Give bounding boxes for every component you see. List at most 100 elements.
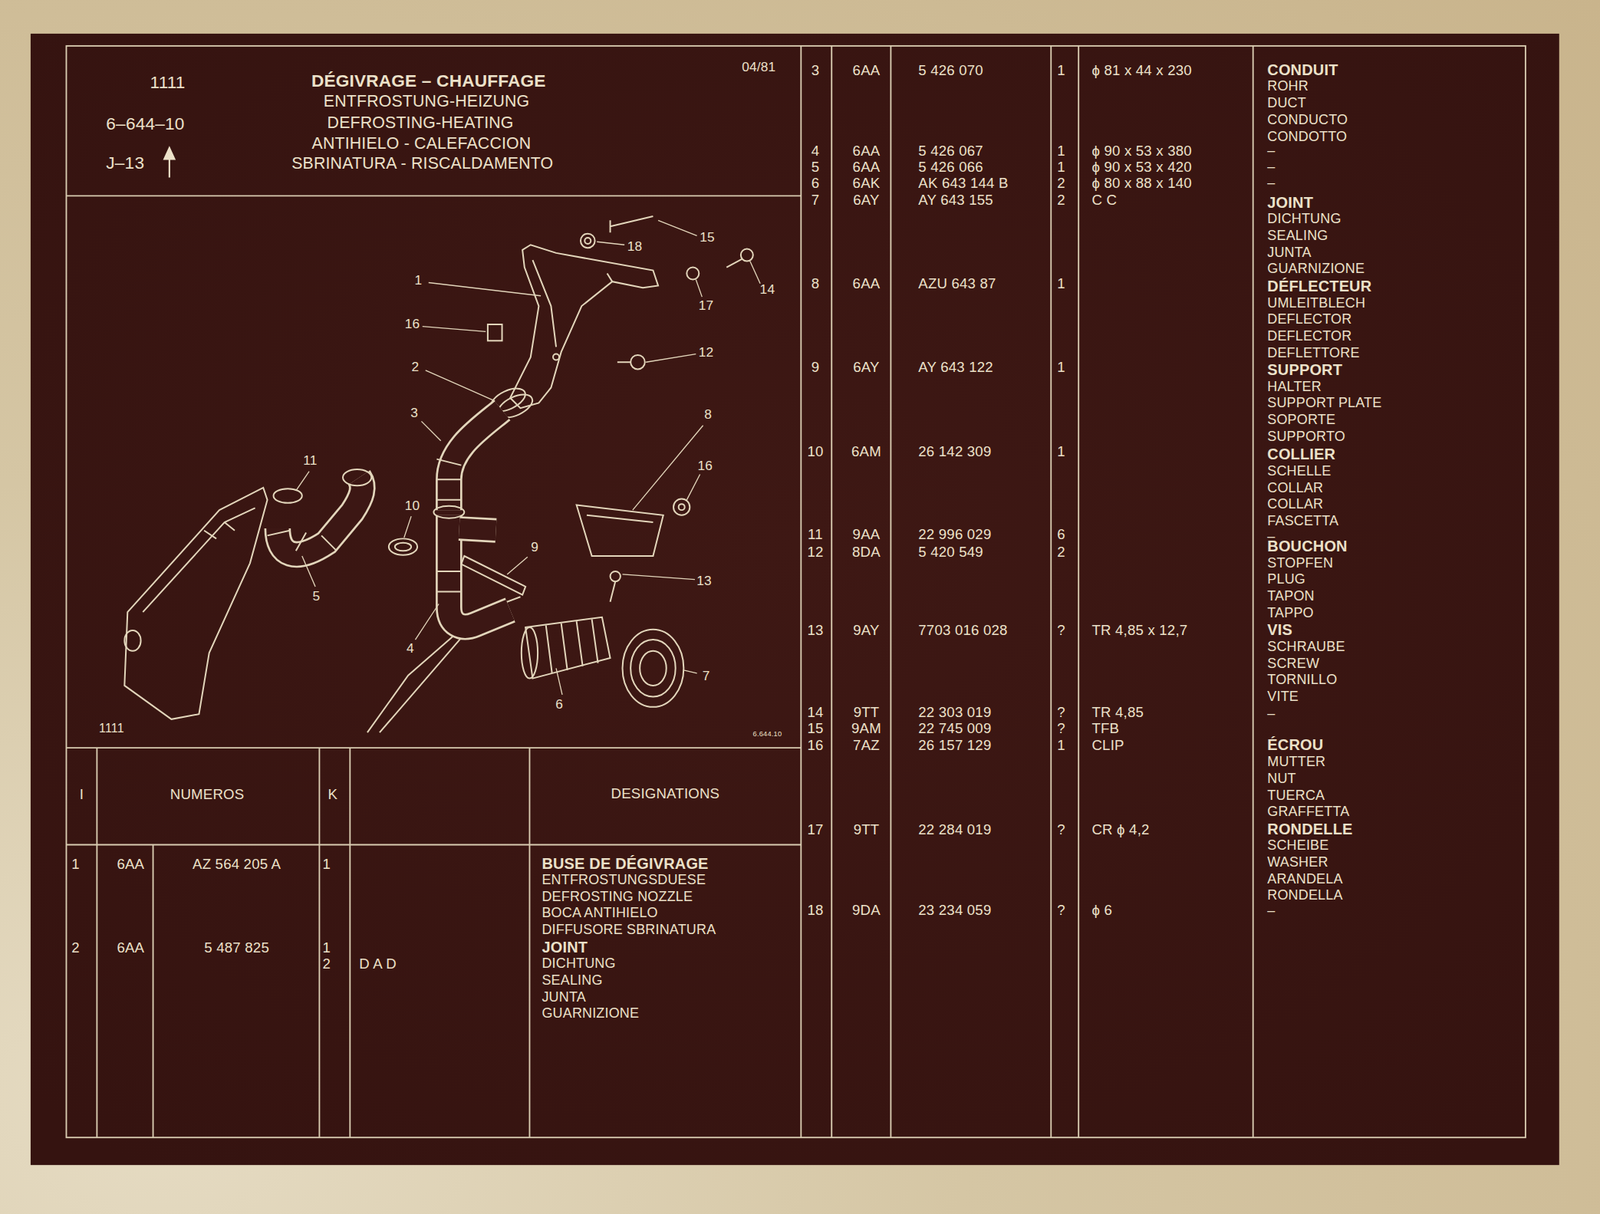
- exploded-view: [740, 249, 754, 262]
- table-cell: 1: [1056, 738, 1066, 754]
- table-cell: 16: [806, 738, 824, 754]
- table-cell: 2: [71, 941, 80, 956]
- designation-translation: CONDUCTO: [1267, 113, 1348, 128]
- designation-translation: JUNTA: [1267, 246, 1311, 261]
- table-cell: 7703 016 028: [918, 623, 1008, 639]
- designation-heading: BOUCHON: [1267, 539, 1347, 555]
- table-cell: 9: [811, 360, 820, 376]
- page-number: 1111: [150, 73, 186, 92]
- table-cell: 5: [811, 160, 820, 175]
- table-cell: ϕ 90 x 53 x 380: [1091, 144, 1192, 159]
- table-cell: TR 4,85: [1091, 704, 1144, 720]
- table-cell: 6AA: [852, 276, 881, 292]
- table-cell: 5 487 825: [204, 941, 270, 956]
- page-title: DÉGIVRAGE – CHAUFFAGE: [311, 72, 547, 91]
- designation-translation: HALTER: [1267, 380, 1322, 395]
- designation-translation: UMLEITBLECH: [1267, 296, 1366, 311]
- callout-number: 2: [411, 360, 420, 374]
- leader-lines: [658, 220, 698, 236]
- designation-translation: SCHELLE: [1267, 464, 1331, 479]
- designation-translation: ENTFROSTUNGSDUESE: [541, 873, 706, 888]
- column-header: DESIGNATIONS: [611, 786, 721, 802]
- table-cell: 6AA: [116, 941, 145, 956]
- table-cell: 6AA: [852, 160, 881, 175]
- designation-translation: VITE: [1267, 690, 1299, 705]
- table-cell: ?: [1056, 623, 1066, 639]
- designation-translation: MUTTER: [1267, 755, 1326, 770]
- table-cell: 1: [322, 857, 331, 873]
- table-frame: [318, 747, 320, 1138]
- leader-lines: [622, 574, 695, 580]
- table-cell: 13: [806, 623, 824, 639]
- exploded-view: [433, 506, 465, 519]
- table-cell: 5 420 549: [918, 544, 984, 560]
- table-cell: 2: [322, 957, 331, 972]
- table-cell: 6AA: [852, 62, 881, 78]
- leader-lines: [296, 220, 761, 695]
- leader-lines: [302, 556, 316, 587]
- callout-number: 3: [410, 406, 419, 420]
- callout-number: 14: [760, 283, 776, 297]
- designation-translation: SCREW: [1267, 657, 1320, 672]
- table-cell: AZ 564 205 A: [192, 857, 281, 873]
- designation-translation: DEFLECTOR: [1267, 312, 1352, 327]
- table-frame: [889, 46, 892, 1138]
- table-cell: 9AA: [852, 527, 881, 543]
- callout-number: 15: [699, 230, 715, 244]
- table-cell: CLIP: [1091, 738, 1124, 754]
- table-cell: 9TT: [853, 822, 880, 837]
- table-frame: [152, 844, 155, 1138]
- exploded-view: [459, 528, 497, 531]
- designation-translation: WASHER: [1267, 855, 1328, 870]
- table-cell: 1: [1056, 160, 1066, 175]
- designation-translation: SUPPORT PLATE: [1267, 396, 1382, 411]
- table-cell: 1: [1056, 276, 1066, 292]
- designation-heading: JOINT: [541, 940, 588, 956]
- designation-translation: ARANDELA: [1267, 872, 1343, 887]
- leader-lines: [296, 471, 310, 491]
- exploded-view: [342, 469, 372, 486]
- designation-heading: BUSE DE DÉGIVRAGE: [541, 856, 708, 873]
- table-cell: 1: [1056, 444, 1066, 460]
- table-cell: 3: [811, 62, 820, 78]
- table-cell: 9TT: [853, 704, 880, 720]
- table-cell: 11: [807, 527, 824, 543]
- table-frame: [65, 46, 1525, 1138]
- table-cell: ϕ 90 x 53 x 420: [1091, 160, 1192, 175]
- leader-lines: [596, 241, 625, 245]
- designation-translation: SCHEIBE: [1267, 839, 1329, 853]
- exploded-view: [726, 259, 742, 268]
- leader-lines: [404, 516, 412, 538]
- designation-translation: COLLAR: [1267, 481, 1324, 496]
- exploded-view: [395, 543, 412, 552]
- designation-translation: ROHR: [1267, 79, 1309, 94]
- designation-heading: CONDUIT: [1267, 62, 1338, 79]
- exploded-view: [584, 237, 591, 244]
- designation-translation: CONDOTTO: [1267, 130, 1347, 145]
- callout-number: 8: [704, 408, 712, 422]
- table-frame: [529, 747, 531, 1138]
- designation-translation: GUARNIZIONE: [541, 1007, 639, 1021]
- designation-heading: ÉCROU: [1267, 738, 1324, 754]
- callout-number: 18: [627, 240, 643, 254]
- table-cell: 1: [322, 941, 331, 956]
- table-cell: 6AY: [852, 192, 880, 208]
- table-cell: ϕ 80 x 88 x 140: [1091, 176, 1192, 191]
- title-translation: DEFROSTING-HEATING: [327, 115, 514, 132]
- table-cell: 15: [806, 721, 824, 737]
- designation-translation: SEALING: [541, 974, 603, 988]
- exploded-view: [521, 627, 538, 679]
- table-cell: 1: [1056, 144, 1066, 159]
- table-cell: CR ϕ 4,2: [1091, 822, 1149, 837]
- issue-date: 04/81: [741, 60, 776, 74]
- table-cell: 4: [811, 144, 820, 159]
- designation-translation: TAPPO: [1267, 606, 1314, 621]
- exploded-view: [448, 410, 502, 511]
- callout-number: 6: [555, 698, 563, 712]
- exploded-view: [532, 260, 613, 347]
- leader-lines: [428, 282, 541, 296]
- designation-translation: SEALING: [1267, 229, 1328, 244]
- designation-translation: TAPON: [1267, 589, 1314, 604]
- leader-lines: [421, 421, 441, 441]
